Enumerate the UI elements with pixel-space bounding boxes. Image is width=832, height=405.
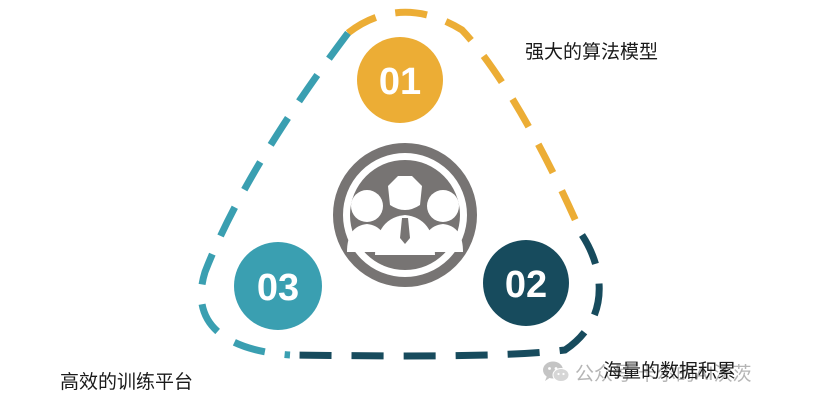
node-03: 03: [234, 242, 322, 330]
node-02: 02: [483, 240, 569, 326]
node-01-label: 强大的算法模型: [525, 41, 659, 63]
dashed-arc-left: [197, 30, 351, 359]
dashed-arc-top-right: [345, 8, 586, 237]
watermark-text: 公众号·卡尔的AI沃茨: [575, 362, 752, 385]
node-03-number: 03: [257, 267, 299, 309]
node-02-label: 海量的数据积累: [603, 360, 737, 382]
node-01: 01: [357, 37, 443, 123]
node-02-number: 02: [505, 264, 547, 306]
node-01-number: 01: [379, 61, 421, 103]
center-people-group: [333, 143, 477, 287]
node-03-label: 高效的训练平台: [60, 371, 194, 393]
dashed-arc-bottom-right: [289, 233, 603, 360]
watermark: 公众号·卡尔的AI沃茨: [541, 358, 752, 386]
wechat-icon: [543, 361, 570, 382]
people-group-icon: [347, 176, 463, 255]
